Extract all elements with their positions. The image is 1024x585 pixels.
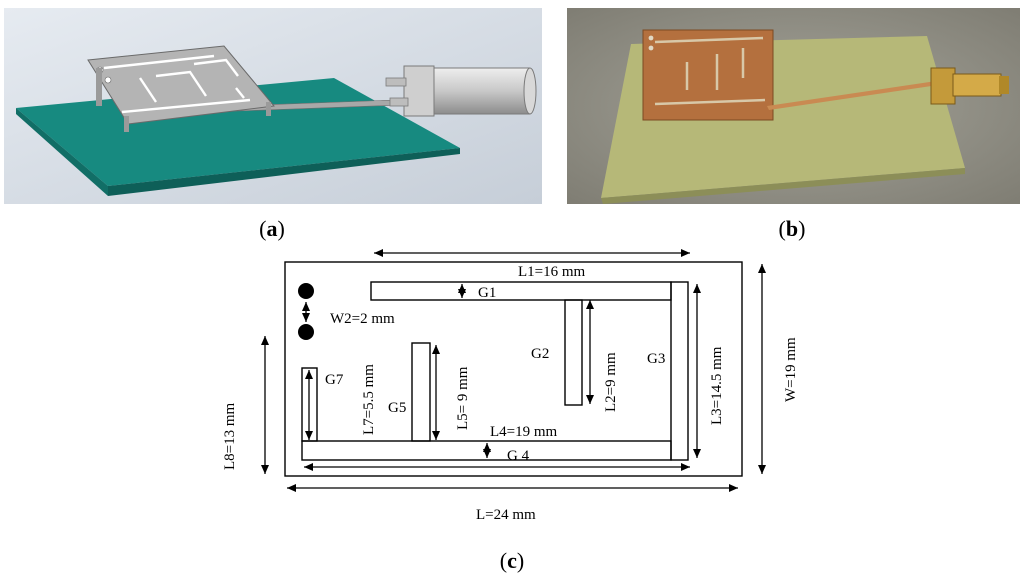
label-G7: G7 [325, 372, 344, 388]
label-G5: G5 [388, 400, 406, 416]
panel-a-render [4, 8, 542, 204]
substrate-edge [108, 148, 460, 196]
label-G4: G 4 [507, 448, 530, 464]
stub-L7 [301, 367, 318, 442]
arm-L1 [370, 281, 672, 301]
label-L5: L5= 9 mm [455, 366, 471, 430]
stub-L2 [564, 299, 583, 406]
feed-pad-bottom [298, 324, 314, 340]
copper-patch [642, 29, 774, 121]
label-L1: L1=16 mm [518, 264, 586, 280]
feed-pad-top [298, 283, 314, 299]
label-G1: G1 [478, 285, 496, 301]
caption-a: (a) [259, 216, 285, 241]
stub-L5 [411, 342, 431, 442]
label-L2: L2=9 mm [603, 352, 619, 412]
substrate-outline [284, 261, 743, 477]
label-G2: G2 [531, 346, 549, 362]
sma-connector-photo [930, 67, 1009, 105]
caption-b: (b) [778, 216, 806, 241]
arm-L4 [301, 440, 672, 461]
label-W2: W2=2 mm [330, 311, 395, 327]
copper-feed [767, 80, 945, 110]
label-L7: L7=5.5 mm [361, 364, 377, 435]
arm-L3 [670, 281, 689, 461]
copper-slots [654, 36, 766, 106]
panel-c-schematic: L1=16 mm G1 W2=2 mm G2 G3 G7 G5 L4=19 mm… [200, 240, 820, 540]
panel-b-photo [567, 8, 1020, 204]
patch-slots [103, 54, 251, 114]
label-L3: L3=14.5 mm [709, 346, 725, 425]
antenna-geometry-diagram: L1=16 mm G1 W2=2 mm G2 G3 G7 G5 L4=19 mm… [222, 249, 799, 523]
prototype-photo [567, 8, 1020, 204]
label-L: L=24 mm [476, 507, 536, 523]
caption-c: (c) [499, 548, 525, 573]
label-G3: G3 [647, 351, 665, 367]
label-L4: L4=19 mm [490, 424, 558, 440]
render-illustration [4, 8, 542, 204]
label-W: W=19 mm [783, 337, 799, 402]
label-L8: L8=13 mm [222, 402, 238, 470]
sma-connector [385, 65, 537, 117]
